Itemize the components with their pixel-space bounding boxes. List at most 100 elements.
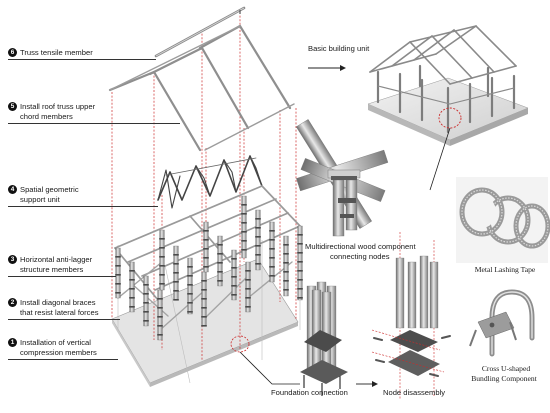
column-band	[255, 263, 261, 265]
column-band	[187, 311, 193, 313]
truss-tensile-member	[154, 6, 246, 58]
column-17	[297, 225, 303, 301]
column-band	[269, 275, 275, 277]
base-platform-side	[112, 319, 150, 387]
column-band	[129, 306, 135, 308]
column-band	[129, 279, 135, 281]
column-band	[173, 281, 179, 283]
column-band	[173, 254, 179, 256]
column-band	[241, 231, 247, 233]
column-band	[115, 274, 121, 276]
column-band	[143, 284, 149, 286]
base-platform-edge	[150, 322, 298, 387]
column-band	[297, 270, 303, 272]
column-band	[159, 238, 165, 240]
disassembly-arrowhead	[372, 381, 378, 387]
step-5-label: 5 Install roof truss upper chord members	[8, 102, 95, 121]
metal-lashing-tape-image	[456, 177, 550, 263]
column-band	[159, 265, 165, 267]
column-14	[255, 209, 261, 271]
unit-columns	[376, 64, 516, 134]
unit-platform-side	[368, 104, 450, 146]
step-5-badge: 5	[8, 102, 17, 112]
column-band	[143, 293, 149, 295]
column-band	[201, 280, 207, 282]
column-band	[143, 311, 149, 313]
step-3-rule	[8, 276, 116, 277]
basic-unit-arrowhead	[340, 65, 346, 71]
column-band	[231, 258, 237, 260]
column-3	[143, 275, 149, 327]
foundation-connection-label: Foundation connection	[271, 388, 348, 397]
column-band	[129, 270, 135, 272]
step-1-line-1: Installation of vertical	[20, 338, 91, 347]
column-band	[157, 325, 163, 327]
column-band	[283, 271, 289, 273]
column-1	[115, 247, 121, 299]
metal-lashing-tape-label: Metal Lashing Tape	[474, 265, 536, 274]
column-band	[245, 279, 251, 281]
column-band	[255, 254, 261, 256]
column-band	[159, 274, 165, 276]
column-band	[269, 266, 275, 268]
node-label-line-1: Multidirectional wood component	[305, 242, 416, 251]
column-band	[203, 230, 209, 232]
step-6-text: Truss tensile member	[20, 48, 93, 57]
column-band	[245, 306, 251, 308]
step-6-label: 6 Truss tensile member	[8, 48, 93, 58]
column-band	[283, 244, 289, 246]
step-1-rule	[8, 359, 118, 360]
column-band	[129, 297, 135, 299]
column-band	[297, 288, 303, 290]
node-label-line-2: connecting nodes	[330, 252, 390, 261]
step-4-line-1: Spatial geometric	[20, 185, 79, 194]
column-band	[173, 299, 179, 301]
column-band	[231, 285, 237, 287]
column-band	[157, 307, 163, 309]
column-band	[173, 290, 179, 292]
wood-node-render	[295, 119, 389, 237]
foundation-connection-render	[300, 281, 348, 396]
column-4	[157, 289, 163, 341]
column-band	[201, 289, 207, 291]
step-2-label: 2 Install diagonal braces that resist la…	[8, 298, 99, 317]
column-band	[115, 292, 121, 294]
column-band	[159, 256, 165, 258]
column-band	[241, 213, 247, 215]
column-band	[231, 267, 237, 269]
column-band	[241, 222, 247, 224]
column-band	[203, 257, 209, 259]
column-band	[245, 270, 251, 272]
column-band	[115, 256, 121, 258]
roof-upper-chords	[108, 24, 295, 152]
node-disassembly-render	[371, 232, 451, 400]
column-band	[217, 271, 223, 273]
column-band	[283, 289, 289, 291]
step-3-badge: 3	[8, 255, 17, 265]
step-5-line-1: Install roof truss upper	[20, 102, 96, 111]
column-band	[231, 294, 237, 296]
column-band	[231, 276, 237, 278]
basic-building-unit-label: Basic building unit	[308, 44, 370, 53]
column-band	[143, 320, 149, 322]
step-3-line-1: Horizontal anti-lagger	[20, 255, 93, 264]
column-band	[283, 280, 289, 282]
step-2-rule	[8, 319, 120, 320]
step-4-rule	[8, 206, 158, 207]
column-band	[269, 239, 275, 241]
column-band	[203, 239, 209, 241]
column-band	[245, 288, 251, 290]
column-band	[187, 302, 193, 304]
column-band	[217, 280, 223, 282]
step-6-badge: 6	[8, 48, 17, 58]
column-band	[297, 252, 303, 254]
column-band	[217, 253, 223, 255]
column-band	[173, 263, 179, 265]
step-1-label: 1 Installation of vertical compression m…	[8, 338, 97, 357]
building-unit-render	[308, 24, 529, 191]
column-15	[269, 221, 275, 283]
column-band	[201, 298, 207, 300]
column-band	[203, 266, 209, 268]
cross-u-component-image	[469, 289, 535, 357]
